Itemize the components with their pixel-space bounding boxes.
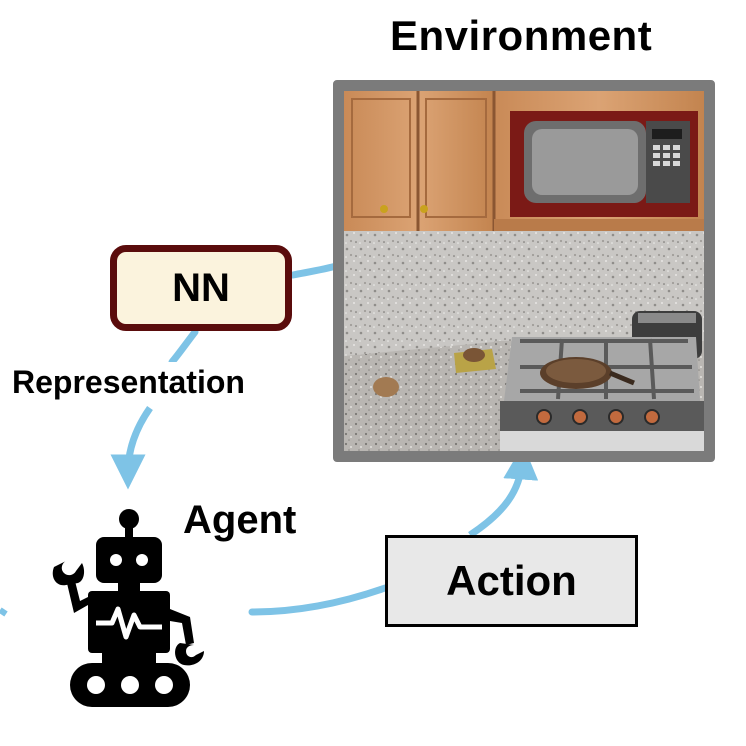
arrow-agent-to-action xyxy=(248,584,389,616)
action-label: Action xyxy=(446,557,577,604)
arrow-representation-to-agent xyxy=(110,405,153,490)
action-box: Action xyxy=(385,535,638,627)
arrow-nn-to-representation xyxy=(168,328,199,366)
robot-icon xyxy=(52,509,204,707)
arrow-action-to-environment xyxy=(468,444,539,538)
nn-label: NN xyxy=(172,265,230,310)
arrow-left-incoming xyxy=(0,607,8,617)
agent-title: Agent xyxy=(183,498,297,542)
representation-label: Representation xyxy=(6,362,251,403)
environment-title: Environment xyxy=(390,12,653,59)
environment-image xyxy=(333,80,715,462)
nn-box: NN xyxy=(110,245,292,331)
kitchen-scene xyxy=(344,91,704,451)
